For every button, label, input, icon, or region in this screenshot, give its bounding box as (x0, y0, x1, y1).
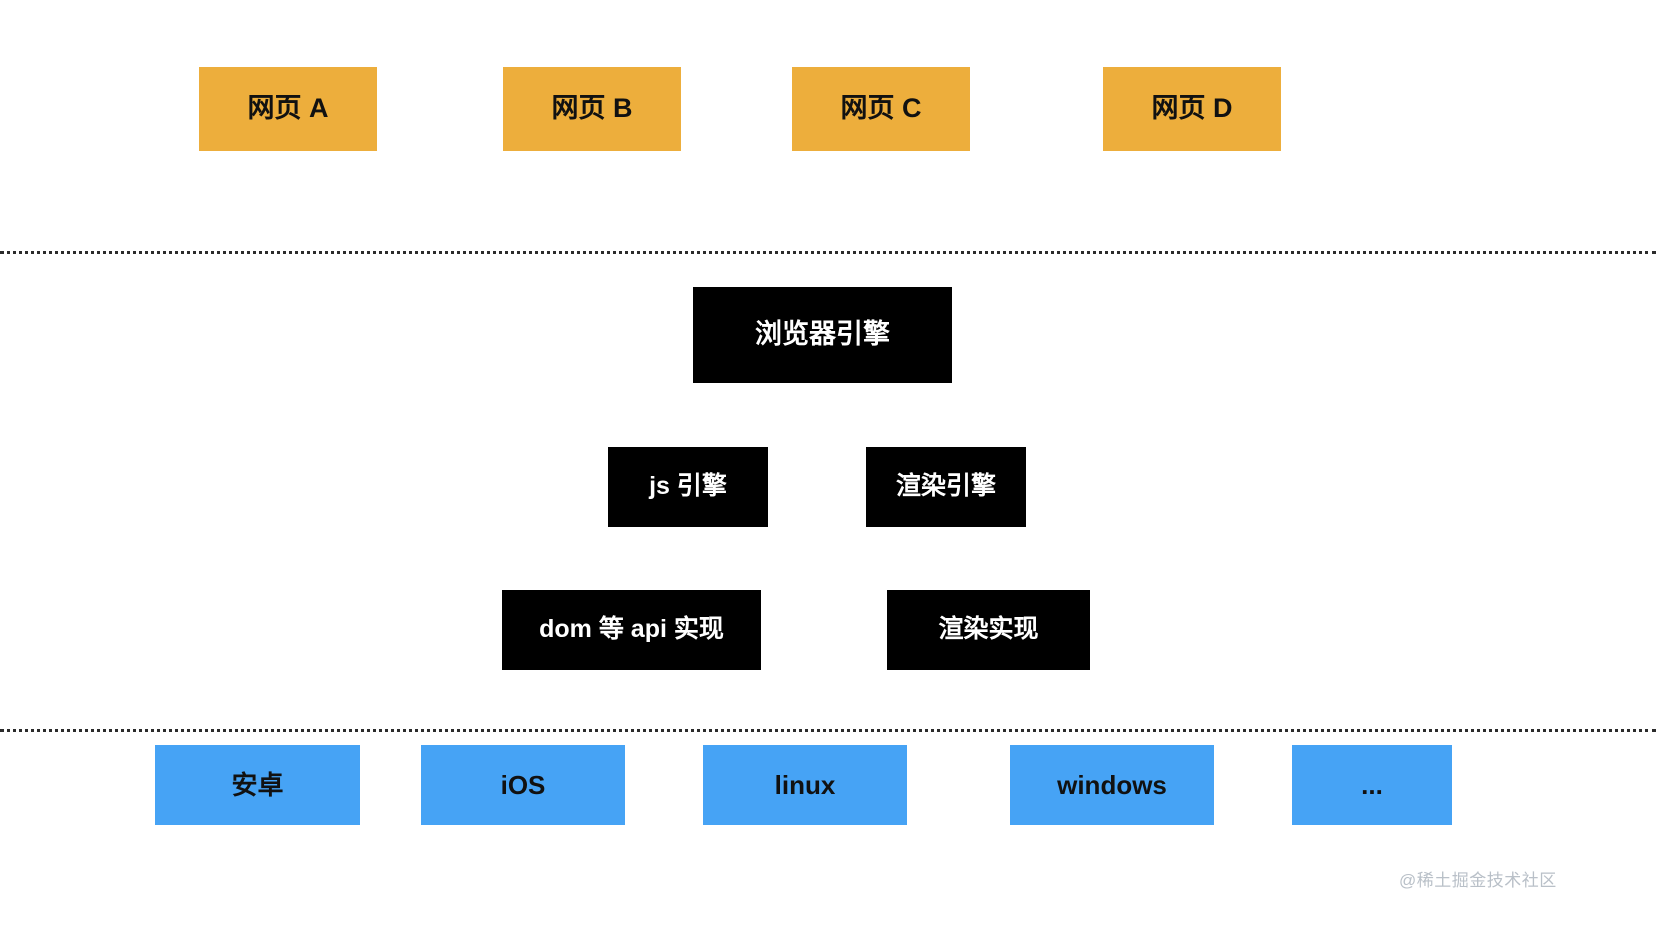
node-browser-engine[interactable]: 浏览器引擎 (693, 287, 952, 383)
node-render-impl[interactable]: 渲染实现 (887, 590, 1090, 670)
node-render-engine[interactable]: 渲染引擎 (866, 447, 1026, 527)
node-label-os-windows: windows (1057, 769, 1167, 800)
node-label-page-a: 网页 A (247, 93, 329, 124)
node-page-b[interactable]: 网页 B (503, 67, 681, 151)
node-os-ios[interactable]: iOS (421, 745, 625, 825)
node-label-page-d: 网页 D (1151, 93, 1233, 124)
node-page-d[interactable]: 网页 D (1103, 67, 1281, 151)
node-os-windows[interactable]: windows (1010, 745, 1214, 825)
node-dom-api-impl[interactable]: dom 等 api 实现 (502, 590, 761, 670)
node-label-os-linux: linux (774, 769, 836, 800)
node-page-a[interactable]: 网页 A (199, 67, 377, 151)
node-label-dom-api-impl: dom 等 api 实现 (539, 615, 724, 644)
divider-bottom (0, 729, 1656, 732)
node-label-render-impl: 渲染实现 (938, 615, 1039, 644)
node-label-os-android: 安卓 (231, 769, 284, 800)
divider-top (0, 251, 1656, 254)
node-label-js-engine: js 引擎 (649, 472, 727, 501)
node-os-linux[interactable]: linux (703, 745, 907, 825)
node-js-engine[interactable]: js 引擎 (608, 447, 768, 527)
node-label-os-ios: iOS (500, 769, 546, 800)
node-page-c[interactable]: 网页 C (792, 67, 970, 151)
watermark: @稀土掘金技术社区 (1399, 871, 1557, 890)
node-label-page-c: 网页 C (840, 93, 922, 124)
node-os-android[interactable]: 安卓 (155, 745, 360, 825)
node-label-render-engine: 渲染引擎 (895, 472, 996, 501)
node-label-page-b: 网页 B (551, 93, 633, 124)
node-os-other[interactable]: ... (1292, 745, 1452, 825)
node-label-os-other: ... (1361, 769, 1383, 800)
node-label-browser-engine: 浏览器引擎 (755, 319, 890, 350)
